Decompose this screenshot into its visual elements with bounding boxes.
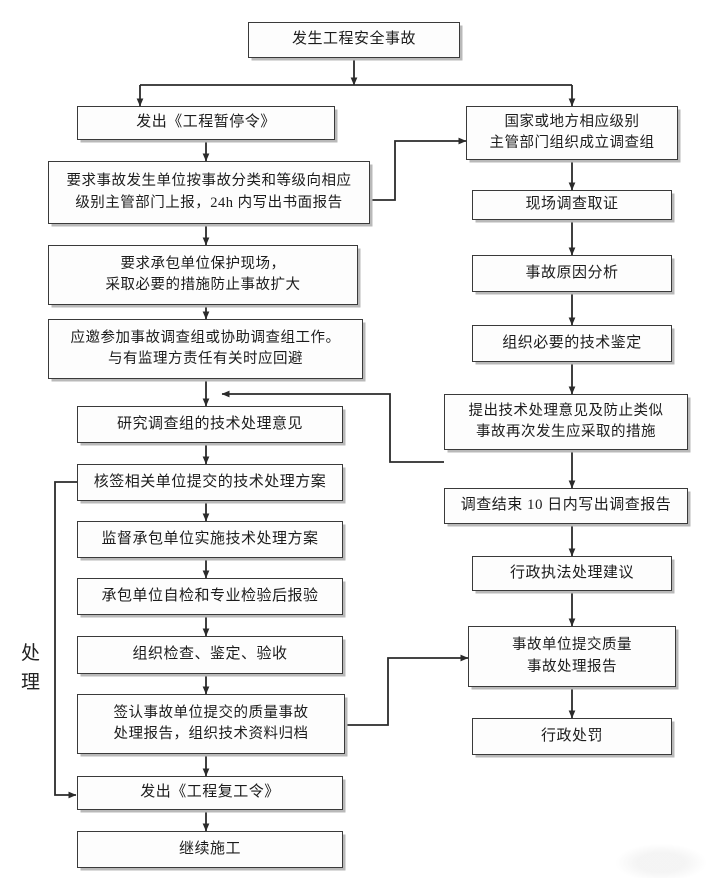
node-line: 事故再次发生应采取的措施 — [476, 424, 656, 440]
node-line: 行政处罚 — [540, 727, 603, 744]
node-accident-occurs[interactable]: 发生工程安全事故 — [248, 22, 460, 58]
node-line: 国家或地方相应级别 — [504, 113, 640, 130]
node-line: 要求承包单位保护现场， — [120, 255, 286, 272]
node-line: 要求事故发生单位按事故分类和等级向相应 — [66, 173, 352, 190]
node-site-investigation-evidence[interactable]: 现场调查取证 — [472, 190, 672, 220]
node-administrative-penalty[interactable]: 行政处罚 — [472, 718, 672, 755]
node-line: 组织检查、鉴定、验收 — [132, 646, 288, 663]
node-line: 发生工程安全事故 — [291, 31, 416, 48]
node-line: 调查结束 10 日内写出调查报告 — [460, 497, 672, 514]
edge-l10-r8 — [345, 654, 469, 726]
node-technical-appraisal[interactable]: 组织必要的技术鉴定 — [472, 325, 672, 362]
node-issue-suspension-order[interactable]: 发出《工程暂停令》 — [77, 106, 335, 140]
node-line: 事故原因分析 — [525, 264, 619, 281]
node-sign-quality-report-archive[interactable]: 签认事故单位提交的质量事故 处理报告，组织技术资料归档 — [77, 694, 345, 754]
node-line: 应邀参加事故调查组或协助调查组工作。 — [70, 329, 341, 346]
node-join-investigation-group[interactable]: 应邀参加事故调查组或协助调查组工作。 与有监理方责任有关时应回避 — [48, 319, 363, 379]
edge-r5-l5 — [221, 390, 444, 463]
edge-l6-l11 — [54, 481, 77, 799]
node-line: 事故处理报告 — [527, 658, 617, 675]
edge-l2-r1 — [370, 137, 467, 201]
node-cause-analysis[interactable]: 事故原因分析 — [472, 255, 672, 292]
node-supervise-implementation[interactable]: 监督承包单位实施技术处理方案 — [77, 521, 343, 558]
node-line: 行政执法处理建议 — [509, 564, 634, 581]
node-line: 处理报告，组织技术资料归档 — [113, 726, 309, 742]
node-line: 级别主管部门上报，24h 内写出书面报告 — [75, 194, 343, 211]
node-countersign-technical-plan[interactable]: 核签相关单位提交的技术处理方案 — [77, 464, 343, 501]
node-report-to-authority-24h[interactable]: 要求事故发生单位按事故分类和等级向相应 级别主管部门上报，24h 内写出书面报告 — [48, 161, 370, 224]
node-line: 提出技术处理意见及防止类似 — [468, 402, 664, 419]
node-investigation-report-10-days[interactable]: 调查结束 10 日内写出调查报告 — [444, 488, 688, 524]
node-line: 承包单位自检和专业检验后报验 — [101, 587, 319, 604]
node-line: 研究调查组的技术处理意见 — [116, 415, 303, 432]
node-administrative-enforcement-advice[interactable]: 行政执法处理建议 — [472, 556, 672, 591]
node-unit-submits-quality-report[interactable]: 事故单位提交质量 事故处理报告 — [468, 626, 676, 687]
node-line: 采取必要的措施防止事故扩大 — [105, 277, 301, 293]
node-contractor-self-inspection[interactable]: 承包单位自检和专业检验后报验 — [77, 578, 343, 615]
node-organize-inspection-acceptance[interactable]: 组织检查、鉴定、验收 — [77, 636, 343, 674]
node-line: 组织必要的技术鉴定 — [502, 334, 642, 351]
node-line: 现场调查取证 — [525, 196, 619, 213]
node-protect-site[interactable]: 要求承包单位保护现场， 采取必要的措施防止事故扩大 — [48, 245, 358, 305]
node-line: 事故单位提交质量 — [512, 637, 632, 654]
side-label-handling: 处 理 — [18, 640, 44, 697]
node-issue-resumption-order[interactable]: 发出《工程复工令》 — [77, 776, 343, 810]
node-establish-investigation-group[interactable]: 国家或地方相应级别 主管部门组织成立调查组 — [466, 106, 678, 160]
watermark — [616, 844, 706, 878]
node-line: 主管部门组织成立调查组 — [489, 135, 655, 151]
node-propose-preventive-measures[interactable]: 提出技术处理意见及防止类似 事故再次发生应采取的措施 — [444, 394, 688, 450]
side-label-char: 处 — [20, 643, 41, 664]
node-line: 监督承包单位实施技术处理方案 — [101, 530, 319, 547]
node-line: 发出《工程复工令》 — [140, 784, 280, 801]
node-line: 发出《工程暂停令》 — [136, 114, 276, 131]
node-line: 与有监理方责任有关时应回避 — [108, 351, 303, 367]
node-line: 签认事故单位提交的质量事故 — [113, 704, 309, 721]
node-line: 核签相关单位提交的技术处理方案 — [93, 473, 327, 490]
side-label-char: 理 — [20, 671, 41, 693]
node-study-technical-opinion[interactable]: 研究调查组的技术处理意见 — [77, 406, 343, 443]
node-continue-construction[interactable]: 继续施工 — [77, 831, 343, 868]
node-line: 继续施工 — [178, 840, 241, 857]
